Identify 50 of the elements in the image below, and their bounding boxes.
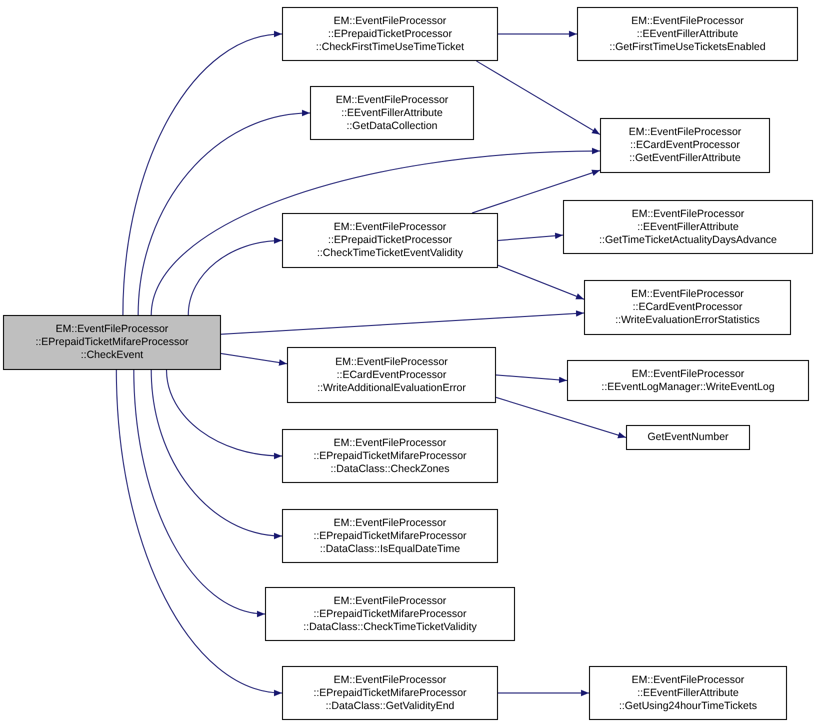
function-box	[563, 200, 813, 254]
call-arrow	[476, 60, 600, 135]
function-name: GetEventNumber	[647, 431, 729, 444]
call-arrow	[220, 310, 584, 335]
call-arrow	[150, 370, 282, 538]
function-box	[567, 360, 809, 401]
function-box	[265, 587, 515, 641]
call-arrow	[498, 30, 578, 38]
call-arrow	[122, 32, 282, 316]
function-name: EM::EventFileProcessor ::ECardEventProcessor ::GetEventFillerAttribute	[628, 126, 742, 165]
call-arrow	[498, 264, 584, 300]
function-box	[577, 7, 798, 61]
call-arrow	[220, 353, 288, 366]
call-arrow	[496, 396, 626, 438]
function-name: EM::EventFileProcessor ::EEventFillerAttribute ::GetUsing24hourTimeTickets	[618, 674, 758, 712]
function-name: EM::EventFileProcessor ::EEventFillerAttribute ::GetTimeTicketActualityDaysAdvance	[599, 208, 777, 246]
function-box	[626, 425, 750, 450]
function-box	[287, 347, 496, 403]
function-box	[600, 118, 770, 173]
call-arrow	[133, 370, 266, 616]
function-name: EM::EventFileProcessor ::EPrepaidTicketProcessor ::CheckTimeTicketEventValidity	[316, 221, 464, 260]
function-name: EM::EventFileProcessor ::EEventFillerAttribute ::GetFirstTimeUseTicketsEnabled	[609, 14, 766, 54]
function-name: EM::EventFileProcessor ::EPrepaidTicketMifareProcessor ::DataClass::IsEqualDateTime	[313, 516, 467, 556]
function-name: EM::EventFileProcessor ::EPrepaidTicketMifareProcessor ::DataClass::CheckZones	[313, 436, 467, 476]
function-name: EM::EventFileProcessor ::EPrepaidTicketMifareProcessor ::DataClass::CheckTimeTicketValidity	[303, 594, 477, 634]
call-arrow	[496, 374, 568, 384]
function-name: EM::EventFileProcessor ::EPrepaidTicketProcessor ::CheckFirstTimeUseTimeTicket	[316, 14, 464, 54]
call-arrow	[498, 232, 564, 241]
function-name: EM::EventFileProcessor ::EEventLogManager::WriteEventLog	[601, 368, 775, 394]
function-name: EM::EventFileProcessor ::EPrepaidTicketMifareProcessor ::DataClass::GetValidityEnd	[313, 674, 467, 712]
function-box	[589, 666, 787, 720]
call-arrow	[188, 238, 282, 316]
function-box	[282, 7, 498, 61]
call-arrow	[150, 148, 600, 316]
function-box	[310, 86, 474, 140]
function-name: EM::EventFileProcessor ::EEventFillerAttribute ::GetDataCollection	[336, 94, 448, 132]
function-box	[282, 429, 498, 483]
call-arrow	[498, 690, 590, 696]
function-name: EM::EventFileProcessor ::ECardEventProcessor ::WriteAdditionalEvaluationError	[317, 356, 466, 394]
caller-function-box	[3, 315, 221, 370]
call-arrow	[116, 370, 282, 696]
function-box	[584, 280, 791, 335]
function-name: EM::EventFileProcessor ::EPrepaidTicketMifareProcessor ::CheckEvent	[35, 323, 189, 362]
call-arrow	[138, 110, 310, 316]
call-arrow	[472, 170, 600, 214]
call-arrow	[166, 370, 282, 459]
function-box	[282, 666, 498, 720]
function-box	[282, 509, 498, 563]
function-name: EM::EventFileProcessor ::ECardEventProcessor ::WriteEvaluationErrorStatistics	[615, 288, 760, 327]
function-box	[282, 213, 498, 268]
